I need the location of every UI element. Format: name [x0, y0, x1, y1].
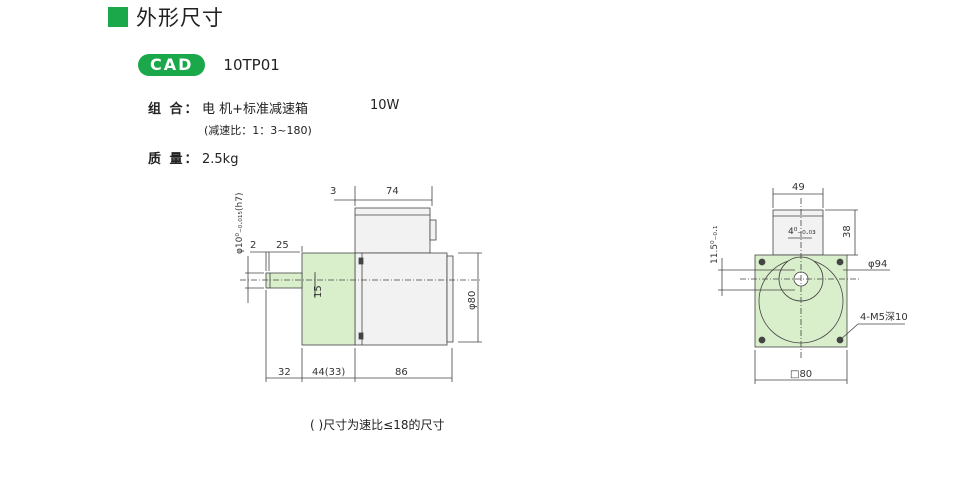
terminal-box [354, 207, 431, 254]
combo-spec: 组 合：电 机+标准减速箱 [148, 98, 308, 117]
combo-label: 组 合： [148, 102, 200, 117]
dim-15: 15 [313, 285, 324, 298]
cad-download-button[interactable]: CAD [138, 54, 206, 76]
dim-32: 32 [278, 367, 291, 378]
ratio-note: (减速比：1：3~180) [204, 124, 312, 137]
mass-label: 质 量： [148, 152, 200, 167]
dim-shaft-diameter: φ10⁰₋₀.₀₁₅(h7) [235, 193, 245, 255]
side-view-drawing: 3 74 2 25 φ10⁰₋₀.₀₁₅(h7) 15 φ80 32 44(33… [235, 186, 482, 382]
dim-25: 25 [276, 240, 289, 251]
mass-spec: 质 量：2.5kg [148, 148, 238, 167]
gearbox-body [301, 252, 356, 346]
dim-11-5: 11.5⁰₋₀.₁ [710, 225, 720, 264]
section-marker-icon [108, 7, 128, 27]
section-title: 外形尺寸 [136, 6, 224, 30]
cad-row: CAD 10TP01 [138, 54, 280, 76]
dim-38: 38 [842, 225, 853, 238]
dim-3: 3 [330, 186, 336, 197]
footnote: ( )尺寸为速比≤18的尺寸 [310, 418, 445, 432]
dim-74: 74 [386, 186, 399, 197]
front-terminal-box [772, 209, 824, 256]
dim-holes: 4-M5深10 [860, 311, 908, 323]
output-shaft [265, 272, 303, 289]
power-value: 10W [370, 98, 400, 113]
motor-body [354, 252, 448, 346]
mass-value: 2.5kg [202, 152, 239, 167]
dim-phi80: φ80 [467, 291, 478, 310]
dim-49: 49 [792, 182, 805, 193]
dim-44: 44(33) [312, 367, 345, 378]
dim-square-80: □80 [790, 369, 812, 380]
front-view-drawing: 49 38 4⁰₋₀.₀₃ 11.5⁰₋₀.₁ φ94 4-M5深10 □80 [710, 182, 908, 384]
dim-86: 86 [395, 367, 408, 378]
dim-2: 2 [250, 240, 256, 251]
section-header: 外形尺寸 [108, 2, 224, 32]
dim-key: 4⁰₋₀.₀₃ [788, 227, 816, 237]
combo-value: 电 机+标准减速箱 [202, 102, 309, 117]
model-number: 10TP01 [223, 56, 280, 74]
dim-phi94: φ94 [868, 259, 887, 270]
